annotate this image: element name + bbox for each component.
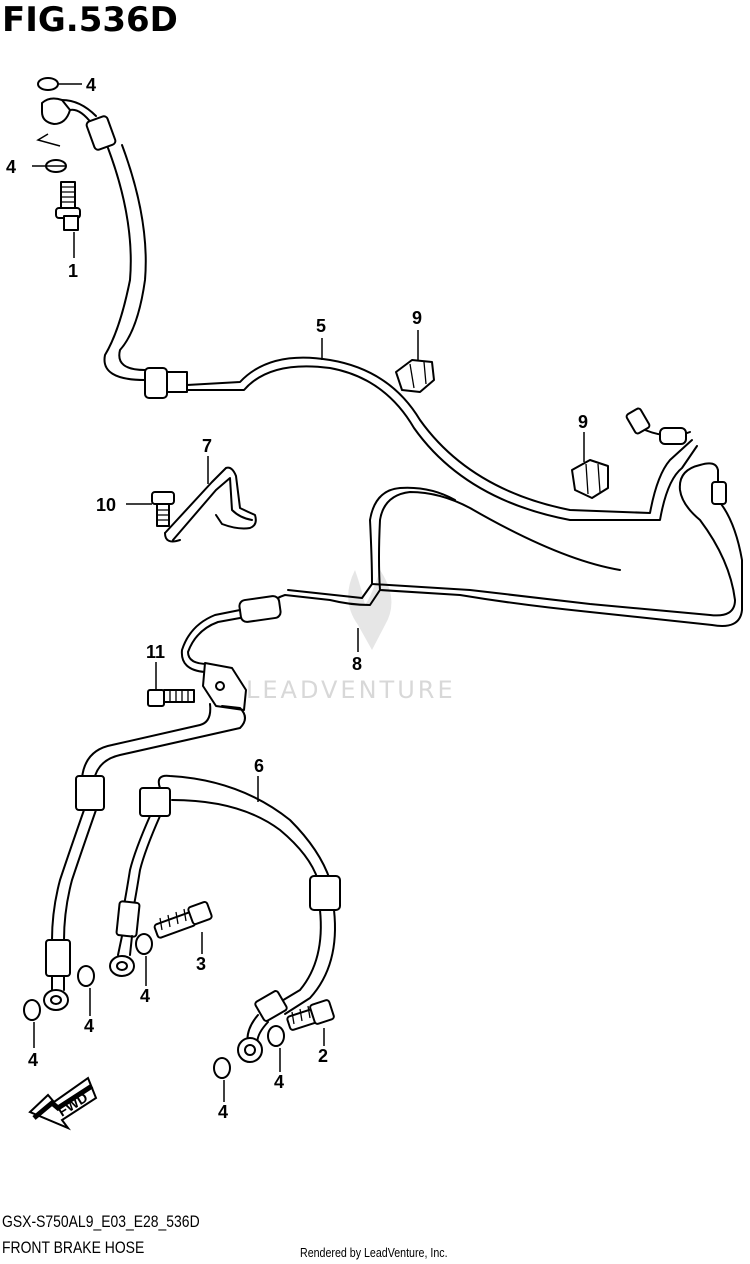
callout-2: 2 [318,1046,328,1066]
callout-1: 1 [68,261,78,281]
brake-hose-6[interactable] [109,774,341,1063]
callout-9-a: 9 [412,308,422,328]
hose-bracket-7[interactable] [164,466,257,543]
callout-9-b: 9 [578,412,588,432]
leader-lines [32,83,585,1102]
washer-top-1[interactable] [37,77,59,91]
callout-labels: 4 4 1 5 9 9 7 10 8 11 6 3 2 4 4 4 4 4 [6,75,588,1122]
callout-11: 11 [146,642,165,662]
washer-lower-3[interactable] [135,933,153,955]
banjo-bolt-3[interactable] [153,900,213,939]
callout-3: 3 [196,954,206,974]
callout-4-d: 4 [84,1016,94,1036]
rendered-by-credit: Rendered by LeadVenture, Inc. [300,1245,448,1260]
callout-4-c: 4 [28,1050,38,1070]
banjo-bolt-1[interactable] [55,181,81,231]
callout-7: 7 [202,436,212,456]
washer-lower-2[interactable] [77,965,95,987]
callout-5: 5 [316,316,326,336]
callout-4-e: 4 [140,986,150,1006]
washer-lower-5[interactable] [267,1025,285,1047]
callout-10: 10 [96,495,116,515]
front-brake-hose-upper[interactable] [41,97,698,521]
callout-4-f: 4 [218,1102,228,1122]
hose-clamp-9-upper[interactable] [395,359,435,393]
banjo-bolt-2[interactable] [286,999,335,1031]
callout-8: 8 [352,654,362,674]
callout-6: 6 [254,756,264,776]
model-code: GSX-S750AL9_E03_E28_536D [2,1212,200,1231]
bolt-11[interactable] [147,689,195,707]
callout-4-b: 4 [6,157,16,177]
watermark-text: LEADVENTURE [246,676,456,704]
washer-lower-1[interactable] [23,999,41,1021]
washer-lower-4[interactable] [213,1057,231,1079]
forward-direction-arrow: FWD [28,1076,98,1131]
callout-4-a: 4 [86,75,96,95]
section-name: FRONT BRAKE HOSE [2,1238,145,1257]
callout-4-g: 4 [274,1072,284,1092]
figure-title: FIG.536D [2,0,178,40]
brake-hose-8[interactable] [43,462,743,1011]
hose-clamp-9-lower[interactable] [571,459,609,499]
bolt-10[interactable] [151,491,175,527]
watermark: LEADVENTURE [246,570,456,704]
